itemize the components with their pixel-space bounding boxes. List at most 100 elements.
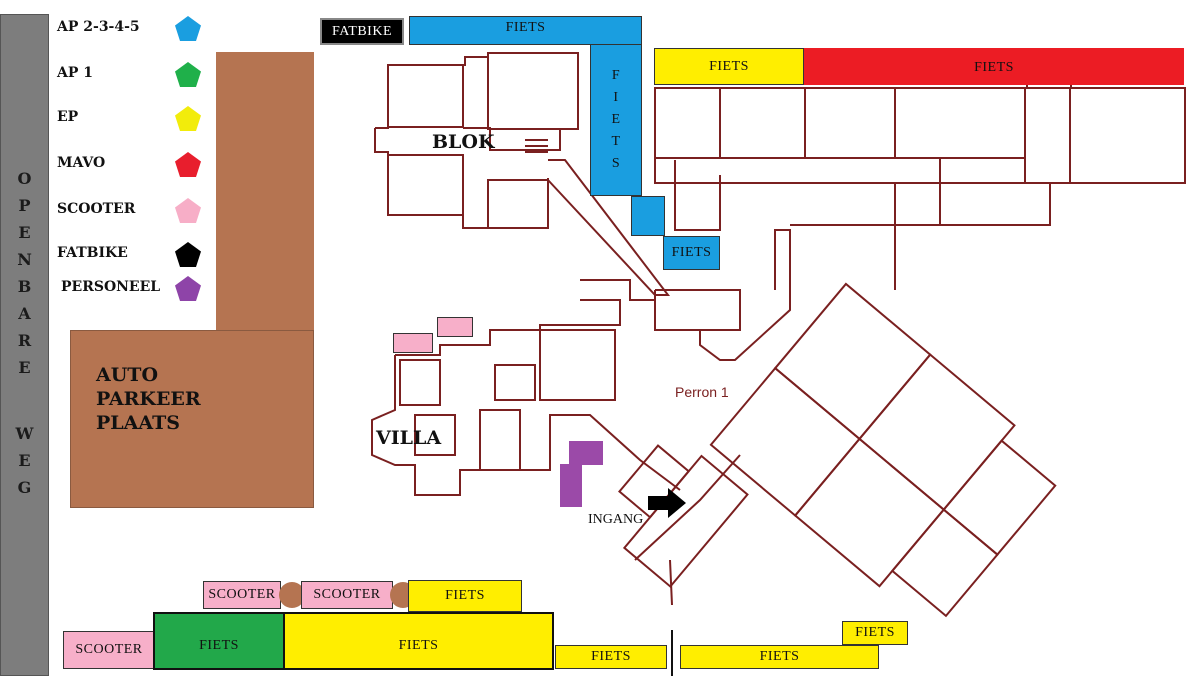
road-letter-bottom-2: G [17, 478, 32, 497]
legend-item: MAVO [57, 150, 217, 180]
entrance-arrow-icon [648, 488, 686, 518]
zone-fiets-vertical-letter-2: E [611, 112, 621, 127]
villa-label: VILLA [376, 427, 442, 449]
zone-fiets-vertical-letter-3: T [611, 134, 621, 149]
road-letter-top-7: E [18, 358, 31, 377]
villa-room-1 [399, 359, 441, 406]
zone-scooter-bottom-label: SCOOTER [75, 642, 143, 657]
legend-label: AP 1 [57, 65, 94, 81]
east-wing-south [674, 160, 896, 290]
east-wing-rooms [655, 88, 1071, 226]
zone-fiets-yellow-b3: FIETS [842, 621, 908, 645]
zone-fiets-vertical-letter-0: F [611, 68, 621, 83]
road-letter-top-3: N [17, 250, 32, 269]
road-letter-top-0: O [17, 169, 32, 188]
pentagon-icon [175, 62, 201, 87]
zone-fatbike: FATBIKE [320, 18, 404, 45]
personnel-spot-2 [560, 464, 582, 507]
ingang-label: INGANG [588, 512, 644, 527]
blok-wing-ne [487, 52, 579, 130]
legend-item: PERSONEEL [57, 274, 217, 304]
zone-fiets-yellow-b3-label: FIETS [855, 625, 895, 640]
road-letter-top-1: P [18, 196, 31, 215]
east-wing [654, 87, 1186, 184]
pentagon-icon [175, 106, 201, 131]
parking-label: AUTO PARKEER PLAATS [96, 363, 201, 435]
zone-fiets-yellow-b2-label: FIETS [759, 649, 800, 664]
zone-fatbike-label: FATBIKE [331, 23, 393, 39]
scooter-spot-villa-2 [437, 317, 473, 337]
legend-item: EP [57, 104, 217, 134]
zone-scooter-1: SCOOTER [203, 581, 281, 609]
zone-fiets-yellow-top: FIETS [654, 48, 804, 85]
pentagon-icon [175, 198, 201, 223]
legend-item: FATBIKE [57, 240, 217, 270]
zone-fiets-blue-step [631, 196, 665, 236]
entrance-wall [634, 454, 741, 606]
pentagon-icon [175, 16, 201, 41]
road-letter-bottom-1: E [18, 451, 31, 470]
villa-room-4 [479, 409, 521, 471]
zone-scooter-2-label: SCOOTER [313, 587, 381, 602]
connector-room [580, 279, 655, 301]
blok-stairs [525, 139, 548, 153]
zone-fiets-blue-small: FIETS [663, 236, 720, 270]
blok-corridor [547, 159, 671, 296]
zone-fiets-green-label: FIETS [199, 638, 239, 653]
zone-fiets-yellow-top-label: FIETS [709, 59, 749, 74]
connector [654, 229, 791, 361]
blok-wing-se [487, 179, 549, 229]
road-letter-top-5: A [18, 304, 31, 323]
legend-label: MAVO [57, 155, 106, 171]
road-letter-bottom-0: W [15, 424, 34, 443]
legend-label: SCOOTER [57, 201, 136, 217]
zone-scooter-2: SCOOTER [301, 581, 393, 609]
zone-scooter-1-label: SCOOTER [208, 587, 276, 602]
legend-label: PERSONEEL [61, 279, 161, 295]
zone-fiets-yellow-b1-label: FIETS [591, 649, 631, 664]
pentagon-icon [175, 276, 201, 301]
zone-fiets-blue-top: FIETS [409, 16, 642, 45]
villa-outline [371, 299, 681, 496]
pentagon-icon [175, 242, 201, 267]
zone-fiets-yellow-big-label: FIETS [398, 638, 439, 653]
zone-fiets-blue-small-label: FIETS [671, 245, 712, 260]
zone-fiets-yellow-big: FIETS [283, 612, 554, 670]
legend-label: AP 2-3-4-5 [57, 19, 140, 35]
parking-area: AUTO PARKEER PLAATS [70, 330, 314, 508]
parking-strip [216, 52, 314, 330]
zone-fiets-vertical-letter-1: I [613, 90, 619, 105]
rotated-block [709, 282, 1057, 618]
blok-wing-nw [387, 64, 464, 128]
villa-room-2 [494, 364, 536, 401]
scooter-spot-villa-1 [393, 333, 433, 353]
legend-label: FATBIKE [57, 245, 128, 261]
perron-label: Perron 1 [675, 384, 729, 400]
zone-scooter-bottom: SCOOTER [63, 631, 155, 669]
legend-item: SCOOTER [57, 196, 217, 226]
zone-fiets-green: FIETS [153, 612, 285, 670]
zone-fiets-red-label: FIETS [974, 60, 1014, 75]
personnel-spot-1 [569, 441, 603, 465]
blok-label: BLOK [432, 131, 495, 153]
pentagon-icon [175, 152, 201, 177]
villa-room-5 [414, 414, 456, 456]
legend-item: AP 2-3-4-5 [57, 14, 217, 44]
tree-1-icon [279, 582, 305, 608]
zone-fiets-vertical-letter-4: S [611, 156, 621, 171]
road-letter-top-2: E [18, 223, 31, 242]
blok-wing-sw [387, 154, 464, 216]
villa-room-3 [539, 329, 616, 401]
zone-fiets-yellow-mid: FIETS [408, 580, 522, 612]
zone-fiets-red: FIETS [804, 48, 1184, 85]
legend: AP 2-3-4-5 AP 1 EP MAVO SCOOTER FATBIKE PERSON… [57, 14, 217, 314]
road-letter-top-6: R [17, 331, 32, 350]
legend-item: AP 1 [57, 60, 217, 90]
road-letter-top-4: B [17, 277, 32, 296]
zone-fiets-yellow-b1: FIETS [555, 645, 667, 669]
zone-fiets-blue-top-label: FIETS [505, 20, 546, 35]
